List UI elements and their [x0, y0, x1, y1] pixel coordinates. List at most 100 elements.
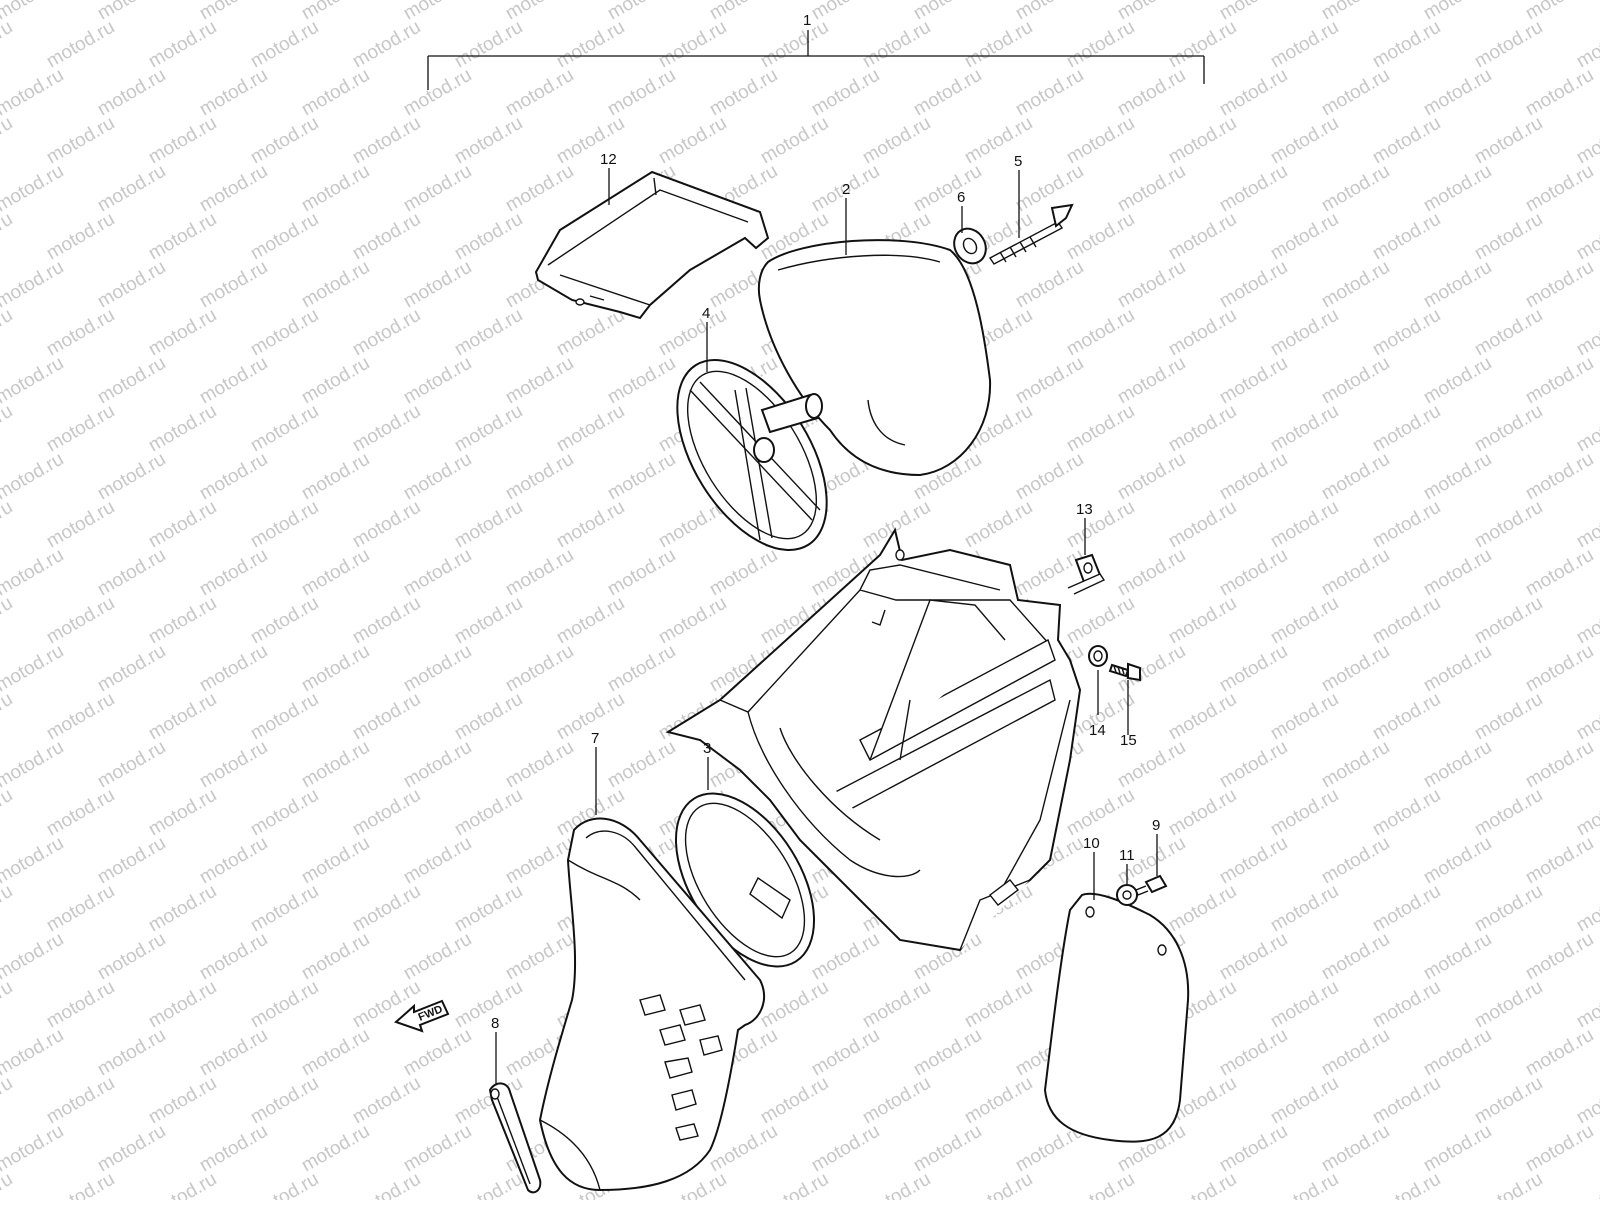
watermark-text: motod.ru	[1471, 1169, 1546, 1200]
watermark-text: motod.ru	[145, 305, 220, 361]
watermark-text: motod.ru	[94, 545, 169, 601]
watermark-text: motod.ru	[1369, 497, 1444, 553]
watermark-text: motod.ru	[400, 641, 475, 697]
watermark-text: motod.ru	[298, 1025, 373, 1081]
watermark-text: motod.ru	[1114, 545, 1189, 601]
watermark-text: motod.ru	[1216, 161, 1291, 217]
watermark-text: motod.ru	[196, 65, 271, 121]
watermark-text: motod.ru	[1420, 1025, 1495, 1081]
watermark-text: motod.ru	[1471, 1073, 1546, 1129]
watermark-text: motod.ru	[0, 737, 67, 793]
part-14-washer	[1088, 645, 1108, 667]
watermark-text: motod.ru	[1318, 353, 1393, 409]
watermark-text: motod.ru	[145, 1169, 220, 1200]
watermark-text: motod.ru	[196, 1025, 271, 1081]
watermark-text: motod.ru	[400, 257, 475, 313]
watermark-text: motod.ru	[1318, 161, 1393, 217]
watermark-text: motod.ru	[94, 65, 169, 121]
watermark-text: motod.ru	[0, 1073, 16, 1129]
watermark-text: motod.ru	[655, 113, 730, 169]
watermark-text: motod.ru	[247, 209, 322, 265]
watermark-text: motod.ru	[1318, 641, 1393, 697]
watermark-text: motod.ru	[349, 1073, 424, 1129]
watermark-text: motod.ru	[1369, 113, 1444, 169]
watermark-text: motod.ru	[196, 833, 271, 889]
watermark-text: motod.ru	[451, 401, 526, 457]
part-9-screw	[1135, 874, 1168, 896]
watermark-text: motod.ru	[553, 401, 628, 457]
watermark-text: motod.ru	[502, 161, 577, 217]
watermark-text: motod.ru	[247, 1073, 322, 1129]
part-15-bolt	[1108, 662, 1141, 682]
watermark-text: motod.ru	[94, 1121, 169, 1177]
watermark-text: motod.ru	[43, 497, 118, 553]
watermark-text: motod.ru	[757, 1073, 832, 1129]
watermark-text: motod.ru	[502, 449, 577, 505]
watermark-text: motod.ru	[43, 305, 118, 361]
watermark-text: motod.ru	[1369, 1073, 1444, 1129]
watermark-text: motod.ru	[451, 977, 526, 1033]
watermark-text: motod.ru	[247, 689, 322, 745]
part-13-clip-nut	[1067, 553, 1106, 595]
watermark-text: motod.ru	[451, 593, 526, 649]
watermark-text: motod.ru	[655, 305, 730, 361]
watermark-text: motod.ru	[1522, 1121, 1597, 1177]
callout-3: 3	[703, 740, 711, 757]
watermark-text: motod.ru	[1063, 1169, 1138, 1200]
watermark-text: motod.ru	[43, 977, 118, 1033]
watermark-text: motod.ru	[298, 161, 373, 217]
watermark-text: motod.ru	[502, 833, 577, 889]
watermark-text: motod.ru	[94, 353, 169, 409]
watermark-text: motod.ru	[1522, 257, 1597, 313]
watermark-text: motod.ru	[0, 209, 16, 265]
watermark-text: motod.ru	[1318, 737, 1393, 793]
part-12-cover	[534, 170, 770, 320]
watermark-text: motod.ru	[1471, 17, 1546, 73]
watermark-text: motod.ru	[43, 593, 118, 649]
watermark-text: motod.ru	[1420, 833, 1495, 889]
watermark-text: motod.ru	[1369, 209, 1444, 265]
watermark-text: motod.ru	[1216, 65, 1291, 121]
watermark-text: motod.ru	[1420, 65, 1495, 121]
watermark-text: motod.ru	[247, 305, 322, 361]
watermark-text: motod.ru	[808, 929, 883, 985]
watermark-text: motod.ru	[298, 737, 373, 793]
watermark-text: motod.ru	[298, 65, 373, 121]
watermark-text: motod.ru	[0, 833, 67, 889]
callout-15: 15	[1120, 732, 1137, 749]
watermark-text: motod.ru	[1318, 1121, 1393, 1177]
watermark-text: motod.ru	[808, 1121, 883, 1177]
callout-10: 10	[1083, 835, 1100, 852]
watermark-text: motod.ru	[1063, 497, 1138, 553]
watermark-text: motod.ru	[859, 977, 934, 1033]
watermark-text: motod.ru	[1471, 977, 1546, 1033]
watermark-text: motod.ru	[1369, 401, 1444, 457]
part-2-filter-element	[757, 239, 992, 477]
watermark-text: motod.ru	[1114, 161, 1189, 217]
watermark-text: motod.ru	[196, 1121, 271, 1177]
watermark-text: motod.ru	[43, 1169, 118, 1200]
callout-6: 6	[957, 189, 965, 206]
watermark-text: motod.ru	[451, 881, 526, 937]
watermark-text: motod.ru	[961, 977, 1036, 1033]
watermark-text: motod.ru	[502, 641, 577, 697]
watermark-text: motod.ru	[43, 401, 118, 457]
watermark-text: motod.ru	[1267, 113, 1342, 169]
watermark-text: motod.ru	[1420, 737, 1495, 793]
watermark-text: motod.ru	[298, 833, 373, 889]
watermark-text: motod.ru	[451, 785, 526, 841]
watermark-text: motod.ru	[145, 497, 220, 553]
watermark-text: motod.ru	[910, 1121, 985, 1177]
watermark-text: motod.ru	[145, 113, 220, 169]
watermark-text: motod.ru	[502, 65, 577, 121]
watermark-text: motod.ru	[1012, 449, 1087, 505]
watermark-text: motod.ru	[94, 161, 169, 217]
watermark-text: motod.ru	[196, 257, 271, 313]
watermark-text: motod.ru	[349, 785, 424, 841]
watermark-text: motod.ru	[0, 689, 16, 745]
watermark-text: motod.ru	[43, 113, 118, 169]
watermark-text: motod.ru	[1471, 593, 1546, 649]
watermark-text: motod.ru	[94, 641, 169, 697]
watermark-text: motod.ru	[1573, 1169, 1600, 1200]
